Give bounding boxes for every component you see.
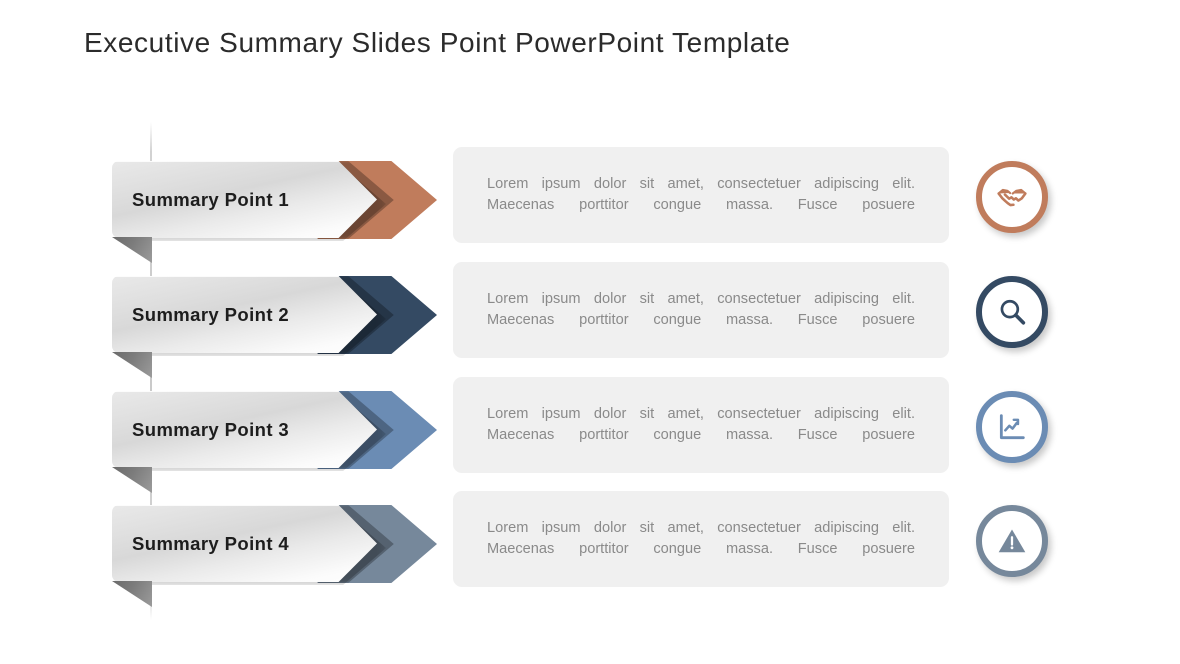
ribbon-label: Summary Point 1: [132, 188, 290, 210]
ribbon-label: Summary Point 3: [132, 418, 290, 440]
summary-text: Lorem ipsum dolor sit amet, consectetuer…: [487, 405, 915, 443]
summary-ribbon-2[interactable]: Summary Point 2: [112, 276, 437, 378]
ribbon-plate: [112, 161, 377, 238]
ribbon-label: Summary Point 2: [132, 303, 290, 325]
summary-ribbon-1[interactable]: Summary Point 1: [112, 161, 437, 263]
magnifier-icon: [995, 295, 1029, 329]
summary-ribbon-4[interactable]: Summary Point 4: [112, 505, 437, 607]
ribbon-plate: [112, 505, 377, 582]
handshake-icon: [995, 180, 1029, 214]
growth-chart-icon: [996, 411, 1028, 443]
summary-text-card: Lorem ipsum dolor sit amet, consectetuer…: [453, 491, 949, 587]
summary-row: Summary Point 1 Lorem ipsum dolor sit am…: [0, 142, 1180, 263]
ribbon-fold: [112, 581, 152, 607]
icon-ring: [976, 276, 1048, 348]
summary-icon-4[interactable]: [976, 505, 1048, 577]
summary-text-card: Lorem ipsum dolor sit amet, consectetuer…: [453, 377, 949, 473]
summary-row: Summary Point 2 Lorem ipsum dolor sit am…: [0, 257, 1180, 378]
summary-row: Summary Point 3 Lorem ipsum dolor sit am…: [0, 372, 1180, 493]
summary-icon-2[interactable]: [976, 276, 1048, 348]
icon-ring: [976, 391, 1048, 463]
summary-text: Lorem ipsum dolor sit amet, consectetuer…: [487, 290, 915, 328]
ribbon-label: Summary Point 4: [132, 532, 290, 554]
summary-icon-1[interactable]: [976, 161, 1048, 233]
summary-text: Lorem ipsum dolor sit amet, consectetuer…: [487, 175, 915, 213]
icon-ring: [976, 161, 1048, 233]
summary-row: Summary Point 4 Lorem ipsum dolor sit am…: [0, 486, 1180, 607]
ribbon-plate: [112, 391, 377, 468]
icon-ring: [976, 505, 1048, 577]
page-title: Executive Summary Slides Point PowerPoin…: [84, 27, 791, 58]
warning-triangle-icon: [996, 525, 1028, 557]
summary-text-card: Lorem ipsum dolor sit amet, consectetuer…: [453, 147, 949, 243]
summary-ribbon-3[interactable]: Summary Point 3: [112, 391, 437, 493]
summary-text: Lorem ipsum dolor sit amet, consectetuer…: [487, 519, 915, 557]
summary-icon-3[interactable]: [976, 391, 1048, 463]
ribbon-plate: [112, 276, 377, 353]
summary-text-card: Lorem ipsum dolor sit amet, consectetuer…: [453, 262, 949, 358]
